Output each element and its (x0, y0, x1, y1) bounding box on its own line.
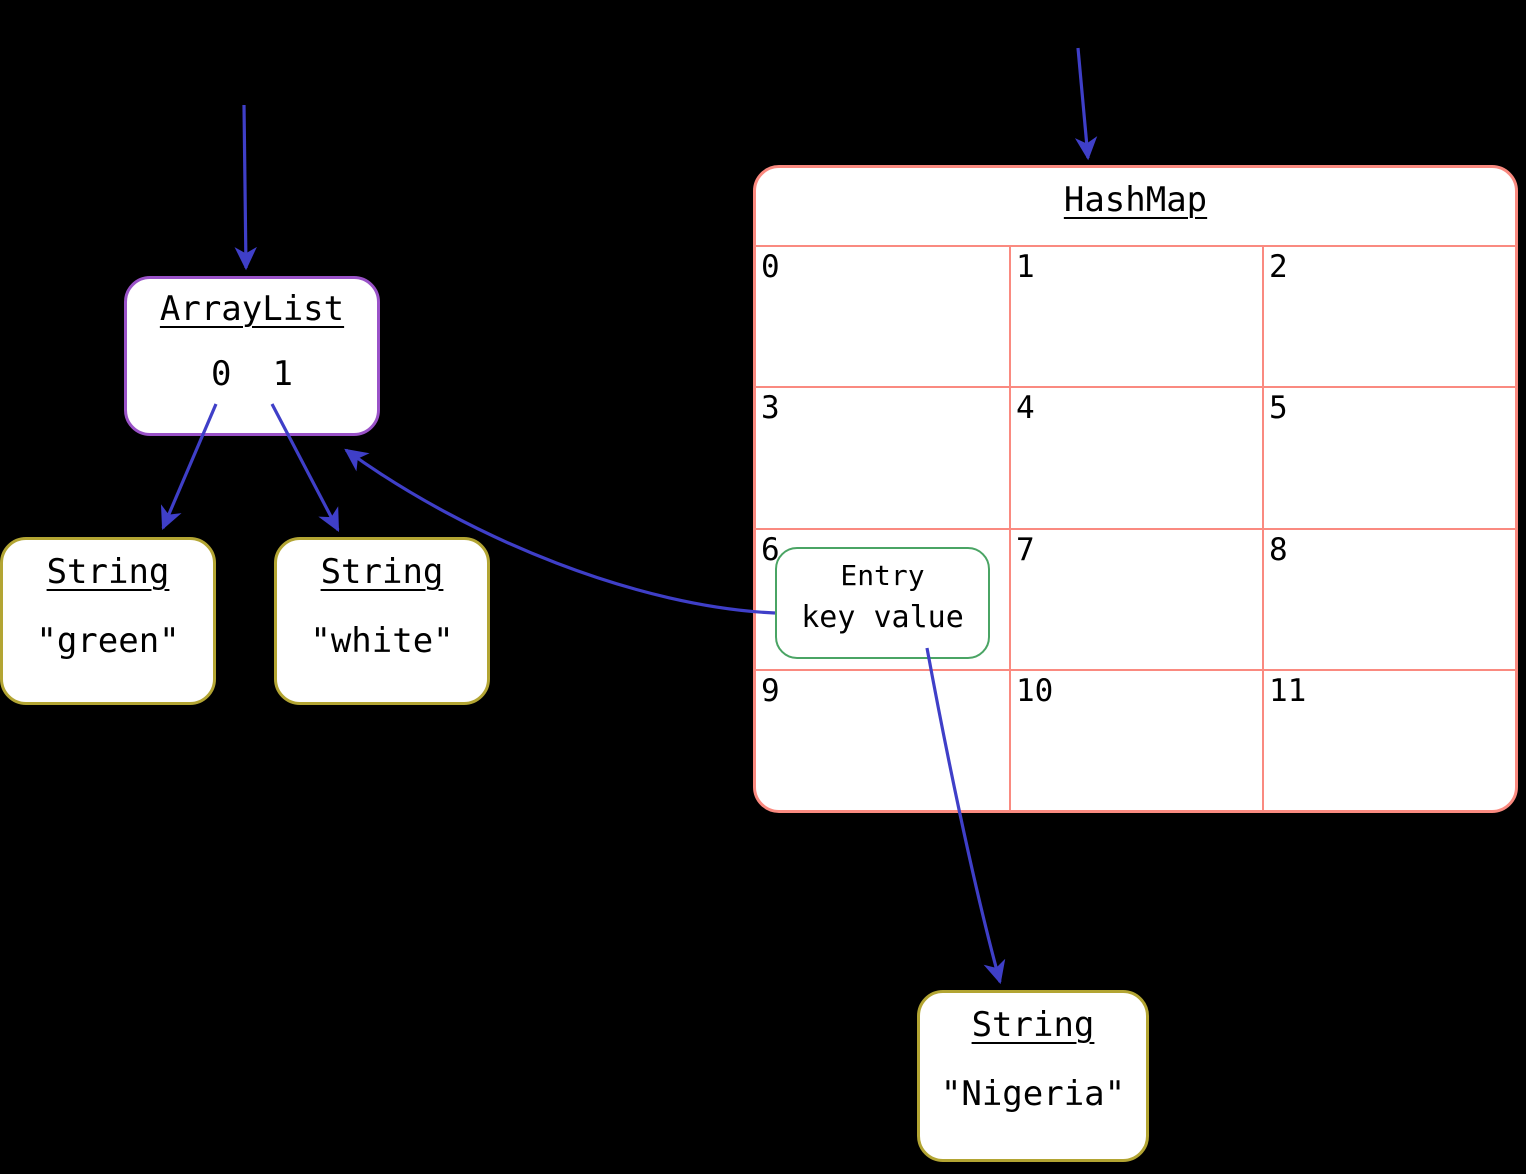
hashmap-bucket[interactable]: 9 (756, 668, 1009, 810)
bucket-index-label: 5 (1269, 390, 1288, 427)
entry-type-label: Entry (840, 559, 925, 592)
bucket-index-label: 4 (1016, 390, 1035, 427)
hashmap-bucket[interactable]: 4 (1009, 386, 1262, 528)
string-node-nigeria[interactable]: String "Nigeria" (917, 990, 1149, 1162)
bucket-index-label: 11 (1269, 672, 1307, 709)
bucket-index-label: 8 (1269, 531, 1288, 568)
string-node-green[interactable]: String "green" (0, 537, 216, 705)
entry-fields-label: key value (801, 600, 964, 635)
arrow-reference-into-arraylist (234, 104, 257, 271)
bucket-index-label: 9 (761, 672, 780, 709)
arraylist-indices: 0 1 (211, 354, 293, 395)
hashmap-node[interactable]: HashMap 0 1 2 3 4 5 6 7 8 9 10 11 (753, 165, 1518, 813)
arrow-reference-into-hashmap (1074, 47, 1098, 161)
bucket-index-label: 10 (1016, 672, 1054, 709)
bucket-index-label: 7 (1016, 531, 1035, 568)
hashmap-bucket[interactable]: 11 (1262, 668, 1515, 810)
hashmap-bucket[interactable]: 8 (1262, 527, 1515, 669)
bucket-index-label: 0 (761, 249, 780, 285)
bucket-index-label: 3 (761, 390, 780, 427)
string-value: "white" (310, 621, 454, 662)
string-value: "green" (36, 621, 180, 662)
hashmap-bucket[interactable]: 7 (1009, 527, 1262, 669)
hashmap-bucket[interactable]: 1 (1009, 245, 1262, 387)
arraylist-node[interactable]: ArrayList 0 1 (124, 276, 380, 436)
hashmap-bucket[interactable]: 3 (756, 386, 1009, 527)
arraylist-type-label: ArrayList (159, 289, 345, 329)
hashmap-bucket[interactable]: 5 (1262, 386, 1515, 528)
hashmap-bucket[interactable]: 2 (1262, 245, 1515, 387)
string-type-label: String (320, 552, 444, 592)
string-value: "Nigeria" (940, 1074, 1126, 1115)
bucket-index-label: 1 (1016, 249, 1035, 285)
hashmap-bucket-grid: 0 1 2 3 4 5 6 7 8 9 10 11 (756, 245, 1515, 810)
entry-node[interactable]: Entry key value (775, 547, 990, 659)
string-type-label: String (971, 1005, 1095, 1045)
hashmap-bucket[interactable]: 10 (1009, 668, 1262, 810)
hashmap-type-label: HashMap (1063, 180, 1208, 220)
bucket-index-label: 2 (1269, 249, 1288, 285)
string-node-white[interactable]: String "white" (274, 537, 490, 705)
hashmap-bucket[interactable]: 0 (756, 245, 1009, 386)
string-type-label: String (46, 552, 170, 592)
